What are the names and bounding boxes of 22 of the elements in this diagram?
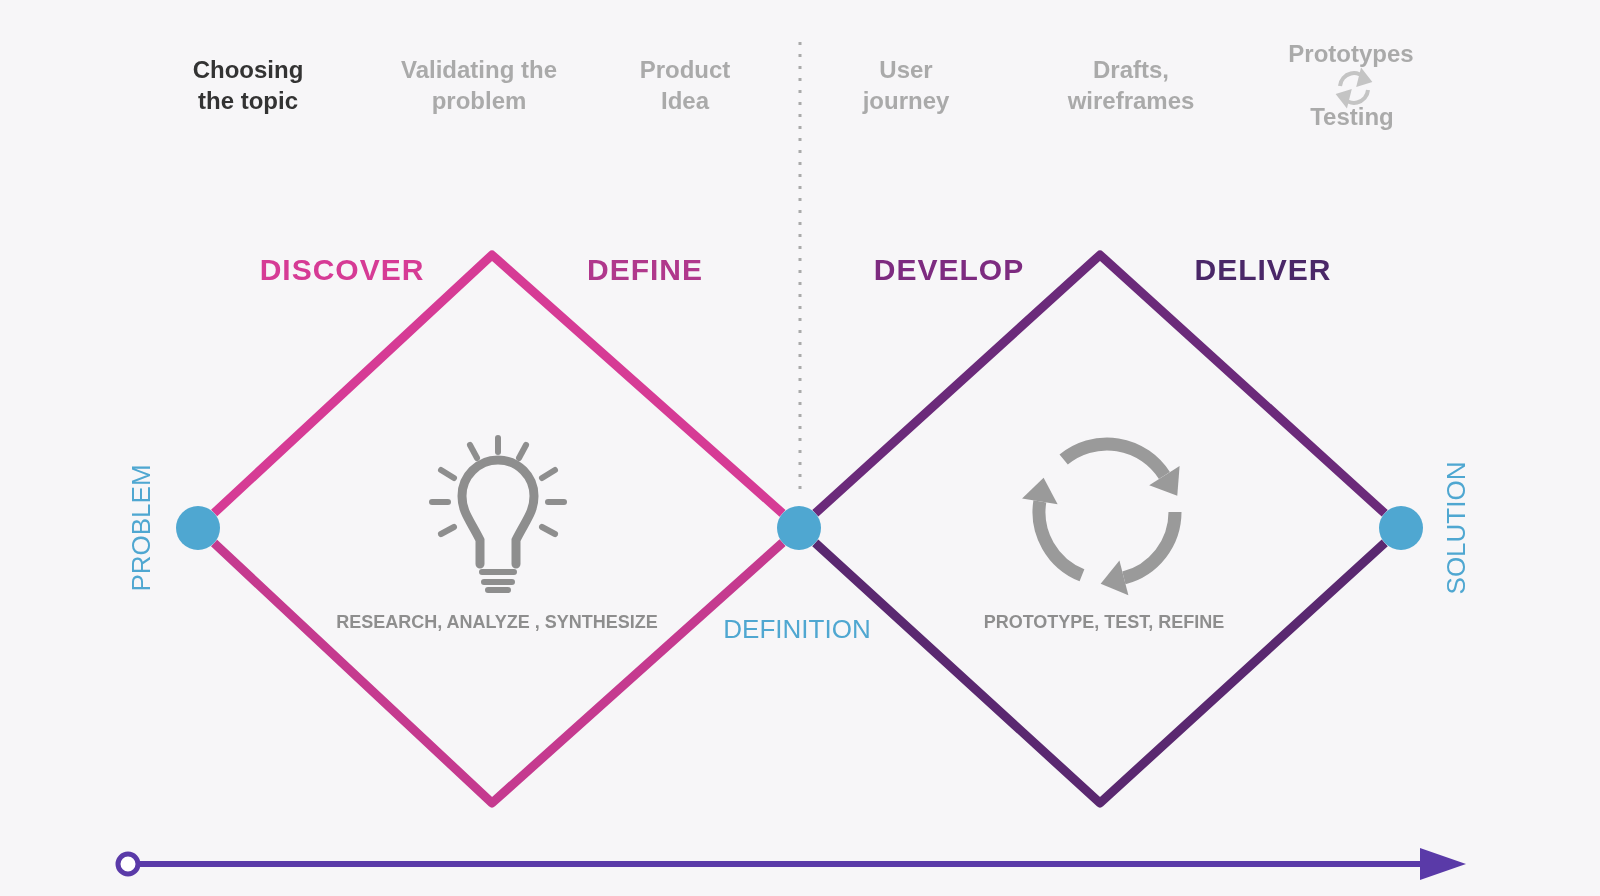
diamond-line — [211, 539, 786, 808]
phase-title: DEFINE — [586, 251, 704, 288]
step-label: Choosing the topic — [191, 54, 305, 116]
milestone-label: DEFINITION — [723, 613, 871, 645]
activity-caption: PROTOTYPE, TEST, REFINE — [982, 611, 1226, 635]
step-label: Product Idea — [638, 54, 732, 116]
milestone-label: SOLUTION — [1440, 461, 1472, 595]
milestone-dot — [176, 506, 220, 550]
step-label: Prototypes — [1287, 39, 1415, 70]
diamond-line — [812, 250, 1388, 517]
diamond-line — [812, 539, 1388, 808]
step-label: Validating the problem — [400, 54, 558, 116]
step-label: User journey — [861, 54, 951, 116]
phase-title: DISCOVER — [258, 251, 426, 288]
activity-caption: RESEARCH, ANALYZE , SYNTHESIZE — [335, 611, 659, 635]
diamond-line — [211, 250, 786, 517]
phase-title: DELIVER — [1193, 251, 1333, 288]
milestone-dot — [1379, 506, 1423, 550]
step-label: Drafts, wireframes — [1066, 54, 1196, 116]
milestone-label: PROBLEM — [125, 464, 157, 592]
step-label: Testing — [1309, 102, 1395, 133]
phase-title: DEVELOP — [872, 251, 1026, 288]
